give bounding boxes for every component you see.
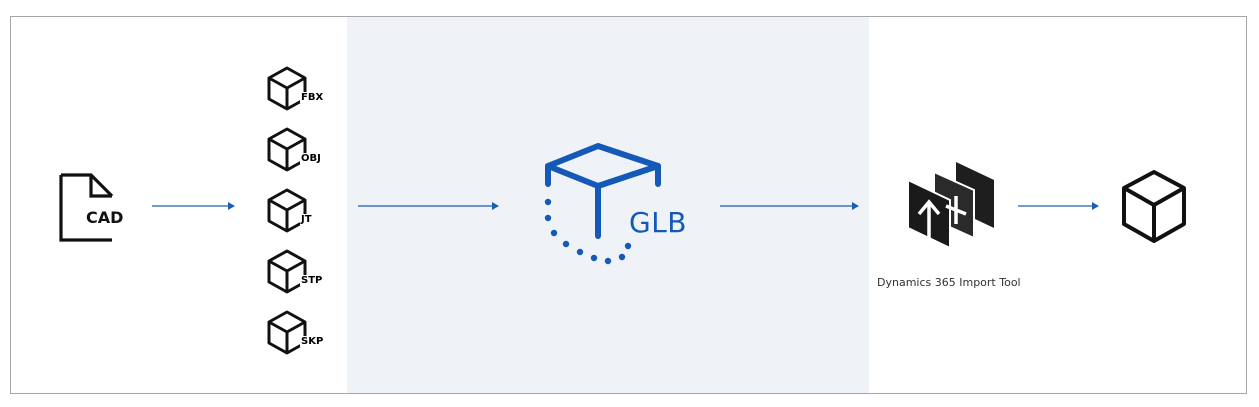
format-item-stp: STP — [262, 247, 332, 299]
cube-icon — [267, 188, 307, 233]
cube-icon — [267, 127, 307, 172]
dynamics-import-icon — [907, 162, 994, 250]
cube-icon — [267, 310, 307, 355]
output-node — [1118, 168, 1190, 246]
document-icon — [59, 173, 114, 242]
glb-cube-icon — [544, 143, 661, 265]
format-item-jt: JT — [262, 186, 332, 238]
cube-icon — [267, 249, 307, 294]
arrow-formats-to-glb — [358, 200, 502, 212]
format-item-skp: SKP — [262, 308, 332, 360]
glb-node: GLB — [540, 140, 700, 270]
format-label: SKP — [300, 336, 325, 347]
format-item-fbx: FBX — [262, 64, 332, 116]
glb-label: GLB — [629, 206, 688, 239]
format-label: OBJ — [300, 153, 322, 164]
import-tool-node: Dynamics 365 Import Tool — [872, 158, 1042, 298]
arrow-glb-to-tool — [720, 200, 862, 212]
format-label: FBX — [300, 92, 325, 103]
glb-highlight-band — [347, 17, 869, 393]
format-label: STP — [300, 275, 324, 286]
format-item-obj: OBJ — [262, 125, 332, 177]
cube-icon — [267, 66, 307, 111]
format-label: JT — [300, 214, 313, 225]
import-tool-label: Dynamics 365 Import Tool — [877, 276, 1021, 289]
arrow-cad-to-formats — [152, 200, 236, 212]
cad-node: CAD — [56, 172, 136, 244]
cube-icon — [1122, 170, 1186, 243]
format-list: FBX OBJ JT STP SKP — [262, 64, 342, 364]
cad-label: CAD — [86, 208, 124, 227]
arrow-tool-to-output — [1018, 200, 1102, 212]
